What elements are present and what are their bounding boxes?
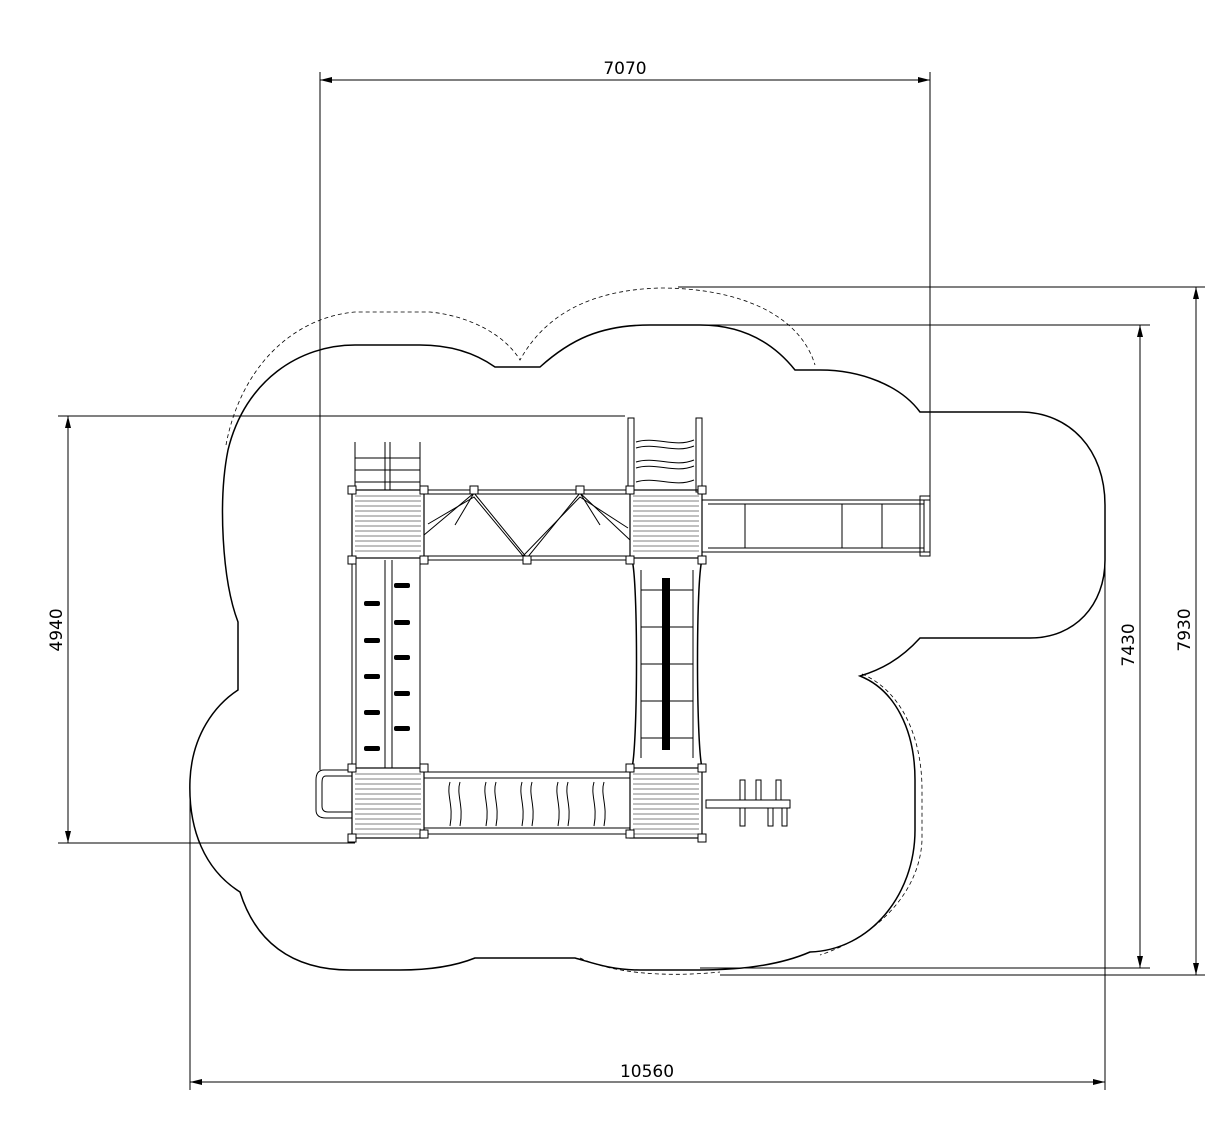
bridge-plank <box>520 781 524 827</box>
dimension-top-label: 7070 <box>603 59 646 79</box>
bridge-plank <box>592 781 596 827</box>
deck-slats <box>355 495 699 835</box>
post <box>419 829 429 839</box>
post <box>697 485 707 495</box>
safety-zone-dashed-bottom <box>579 957 721 975</box>
post <box>419 555 429 565</box>
bridge-plank <box>566 781 570 827</box>
post <box>625 485 635 495</box>
safety-zone-dashed-right <box>819 673 923 956</box>
climbing-hold <box>394 583 410 588</box>
post <box>697 833 707 843</box>
deck-bottom-right <box>629 767 703 839</box>
deck-top-right <box>629 489 703 559</box>
slide-right <box>701 495 931 557</box>
dimension-right-inner: 7430 <box>700 324 1150 969</box>
climbing-hold <box>364 746 380 751</box>
post <box>347 485 357 495</box>
climbing-hold <box>364 601 380 606</box>
post <box>419 485 429 495</box>
climbing-hold <box>364 674 380 679</box>
net-tunnel-right <box>631 559 703 769</box>
safety-zone-outline <box>189 324 1106 971</box>
post <box>697 555 707 565</box>
bridge-plank <box>494 781 498 827</box>
wobble-bridge-bottom <box>423 771 631 835</box>
ladder-top-right <box>627 417 703 493</box>
play-structure <box>315 417 931 843</box>
deck-bottom-left <box>351 767 425 839</box>
dimension-right-inner-label: 7430 <box>1119 623 1139 666</box>
handrail-bottom-left <box>315 769 352 819</box>
posts <box>347 485 707 843</box>
post <box>625 763 635 773</box>
post <box>575 485 585 495</box>
bridge-plank <box>458 781 462 827</box>
dimension-left: 4940 <box>47 415 625 844</box>
step-climber-bottom-right <box>705 779 791 827</box>
post <box>347 833 357 843</box>
climbing-hold <box>394 655 410 660</box>
truss-bridge-top <box>423 489 631 561</box>
post <box>347 763 357 773</box>
climbing-hold <box>364 710 380 715</box>
post <box>625 555 635 565</box>
dimension-right-outer: 7930 <box>678 286 1205 976</box>
climbing-hold <box>394 726 410 731</box>
climbing-hold <box>394 691 410 696</box>
dimension-bottom: 10560 <box>189 560 1106 1090</box>
safety-zone-dashed-top <box>225 287 816 446</box>
bridge-plank <box>530 781 534 827</box>
climbing-wall-left <box>351 560 421 768</box>
dimension-top: 7070 <box>319 59 931 770</box>
deck-top-left <box>351 489 425 559</box>
bridge-plank <box>556 781 560 827</box>
bridge-plank <box>602 781 606 827</box>
dimension-right-outer-label: 7930 <box>1175 608 1195 651</box>
post <box>347 555 357 565</box>
bridge-plank <box>448 781 452 827</box>
post <box>625 829 635 839</box>
post <box>697 763 707 773</box>
post <box>419 763 429 773</box>
dimension-left-label: 4940 <box>47 608 67 651</box>
ladder-top-left <box>354 442 421 490</box>
bridge-plank <box>484 781 488 827</box>
post <box>522 555 532 565</box>
post <box>469 485 479 495</box>
climbing-hold <box>394 620 410 625</box>
dimension-bottom-label: 10560 <box>620 1062 674 1082</box>
climbing-hold <box>364 638 380 643</box>
